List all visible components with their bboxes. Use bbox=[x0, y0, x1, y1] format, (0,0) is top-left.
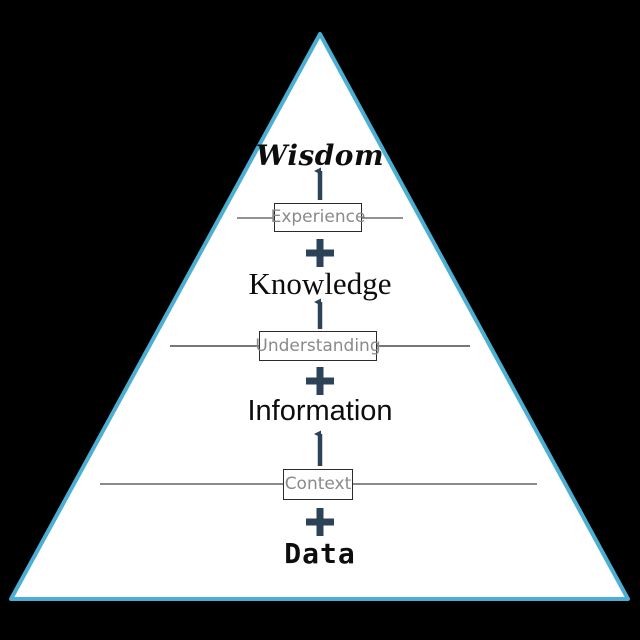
plus-icon-information-understanding bbox=[306, 367, 334, 395]
connector-box-context[interactable]: Context bbox=[283, 469, 353, 500]
tier-label-knowledge[interactable]: Knowledge bbox=[248, 266, 392, 301]
plus-icon-knowledge-experience bbox=[306, 239, 334, 267]
connector-box-understanding[interactable]: Understanding bbox=[255, 331, 381, 361]
connector-box-experience[interactable]: Experience bbox=[271, 203, 365, 232]
tier-label-information[interactable]: Information bbox=[247, 395, 393, 427]
tier-label-wisdom[interactable]: Wisdom bbox=[255, 139, 385, 172]
plus-icon-data-context bbox=[306, 508, 334, 536]
tier-label-data[interactable]: Data bbox=[284, 537, 356, 570]
